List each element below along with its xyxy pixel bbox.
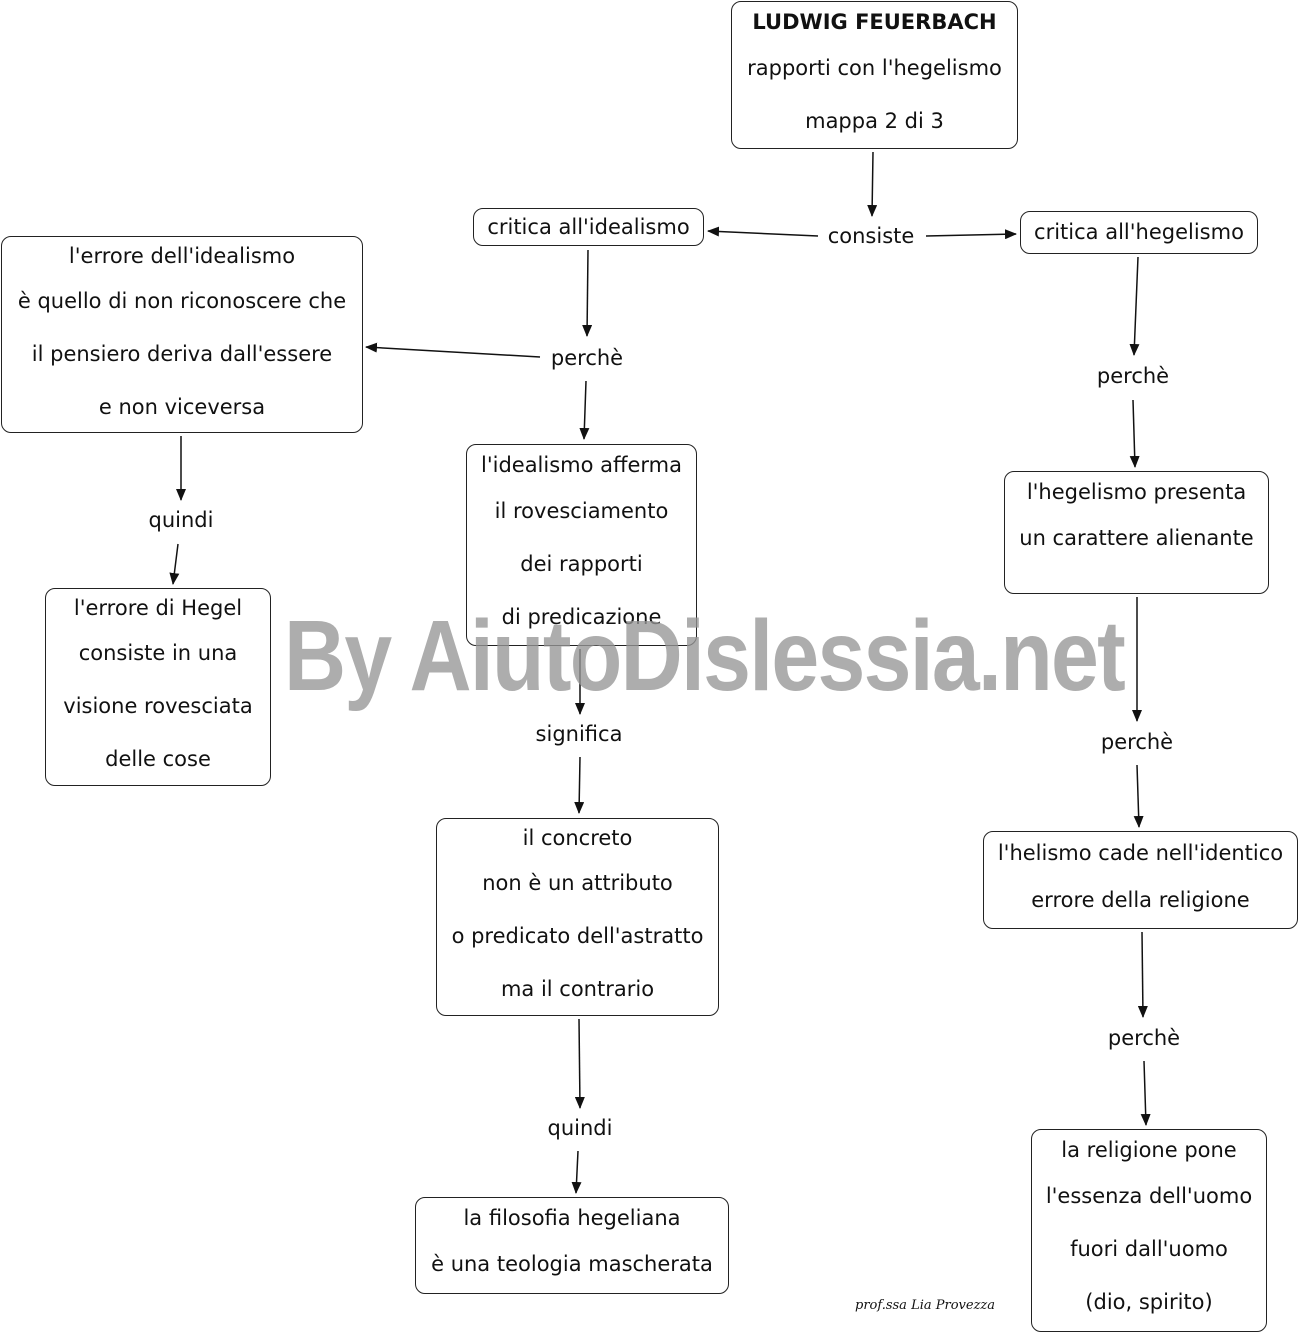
node-idealismo-afferma-line-3: dei rapporti [520, 552, 643, 576]
node-critica-idealismo-text: critica all'idealismo [487, 215, 690, 239]
node-helismo-cade-line-1: l'helismo cade nell'identico [997, 841, 1284, 865]
node-title-heading: LUDWIG FEUERBACH [752, 10, 997, 34]
arrow-critica-idealismo-to-perche [582, 249, 593, 337]
link-label-quindi-center: quindi [543, 1115, 617, 1141]
node-errore-idealismo-line-3: il pensiero deriva dall'essere [31, 342, 333, 366]
arrow-perche-to-hegelismo-presenta [1129, 399, 1140, 468]
node-errore-hegel-line-4: delle cose [105, 747, 211, 771]
node-title: LUDWIG FEUERBACH rapporti con l'hegelism… [731, 1, 1018, 149]
node-religione-pone-line-4: (dio, spirito) [1085, 1290, 1213, 1314]
node-religione-pone: la religione pone l'essenza dell'uomo fu… [1031, 1129, 1267, 1332]
arrow-perche-to-errore-idealismo [365, 342, 541, 358]
node-idealismo-afferma-line-4: di predicazione [501, 605, 662, 629]
node-errore-idealismo: l'errore dell'idealismo è quello di non … [1, 236, 363, 433]
arrow-quindi-to-filosofia-hegeliana [571, 1150, 582, 1194]
node-helismo-cade: l'helismo cade nell'identico errore dell… [983, 831, 1298, 929]
link-label-significa: significa [531, 721, 627, 747]
node-critica-hegelismo-text: critica all'hegelismo [1034, 220, 1244, 244]
node-concreto-line-4: ma il contrario [500, 977, 655, 1001]
node-hegelismo-presenta-line-2: un carattere alienante [1019, 526, 1254, 550]
node-filosofia-hegeliana-line-1: la filosofia hegeliana [463, 1206, 681, 1230]
arrow-consiste-to-critica-hegelismo [925, 229, 1017, 240]
node-filosofia-hegeliana-line-2: è una teologia mascherata [431, 1252, 713, 1276]
node-errore-idealismo-line-4: e non viceversa [98, 395, 266, 419]
arrow-consiste-to-critica-idealismo [707, 226, 819, 237]
link-label-perche-right-1: perchè [1092, 363, 1174, 389]
link-label-perche-right-3: perchè [1103, 1025, 1185, 1051]
node-errore-idealismo-line-1: l'errore dell'idealismo [68, 244, 296, 268]
arrow-critica-hegelismo-to-perche [1129, 256, 1140, 356]
node-idealismo-afferma: l'idealismo afferma il rovesciamento dei… [466, 444, 697, 646]
arrow-perche-to-idealismo-afferma [579, 380, 590, 440]
node-filosofia-hegeliana: la filosofia hegeliana è una teologia ma… [415, 1197, 729, 1294]
arrow-title-to-consiste [867, 151, 878, 217]
node-concreto: il concreto non è un attributo o predica… [436, 818, 719, 1016]
arrow-quindi-to-errore-hegel [169, 543, 180, 585]
node-concreto-line-2: non è un attributo [482, 871, 673, 895]
node-religione-pone-line-2: l'essenza dell'uomo [1045, 1184, 1253, 1208]
link-label-quindi-left: quindi [144, 507, 218, 533]
arrow-perche-to-helismo-cade [1133, 764, 1144, 828]
node-hegelismo-presenta: l'hegelismo presenta un carattere aliena… [1004, 471, 1269, 594]
node-errore-hegel-line-1: l'errore di Hegel [73, 596, 243, 620]
node-errore-hegel-line-3: visione rovesciata [63, 694, 253, 718]
node-concreto-line-3: o predicato dell'astratto [451, 924, 704, 948]
node-religione-pone-line-3: fuori dall'uomo [1070, 1237, 1228, 1261]
node-critica-hegelismo: critica all'hegelismo [1020, 211, 1258, 254]
node-title-map-index: mappa 2 di 3 [805, 109, 944, 133]
arrow-perche-to-religione-pone [1140, 1060, 1151, 1126]
node-title-subtitle: rapporti con l'hegelismo [747, 56, 1002, 80]
link-label-perche-left: perchè [546, 345, 628, 371]
arrow-significa-to-concreto [574, 756, 585, 814]
node-hegelismo-presenta-line-1: l'hegelismo presenta [1026, 480, 1247, 504]
node-idealismo-afferma-line-1: l'idealismo afferma [481, 453, 682, 477]
node-helismo-cade-line-2: errore della religione [1031, 888, 1250, 912]
node-concreto-line-1: il concreto [522, 826, 633, 850]
link-label-perche-right-2: perchè [1096, 729, 1178, 755]
node-critica-idealismo: critica all'idealismo [473, 208, 704, 246]
arrow-helismo-cade-to-perche [1137, 931, 1148, 1018]
node-idealismo-afferma-line-2: il rovesciamento [494, 499, 669, 523]
node-religione-pone-line-1: la religione pone [1061, 1138, 1237, 1162]
node-errore-hegel-line-2: consiste in una [78, 641, 238, 665]
node-errore-idealismo-line-2: è quello di non riconoscere che [17, 289, 347, 313]
arrow-concreto-to-quindi [574, 1018, 585, 1109]
link-label-consiste: consiste [823, 223, 919, 249]
author-credit: prof.ssa Lia Provezza [855, 1298, 996, 1313]
node-errore-hegel: l'errore di Hegel consiste in una vision… [45, 588, 271, 786]
